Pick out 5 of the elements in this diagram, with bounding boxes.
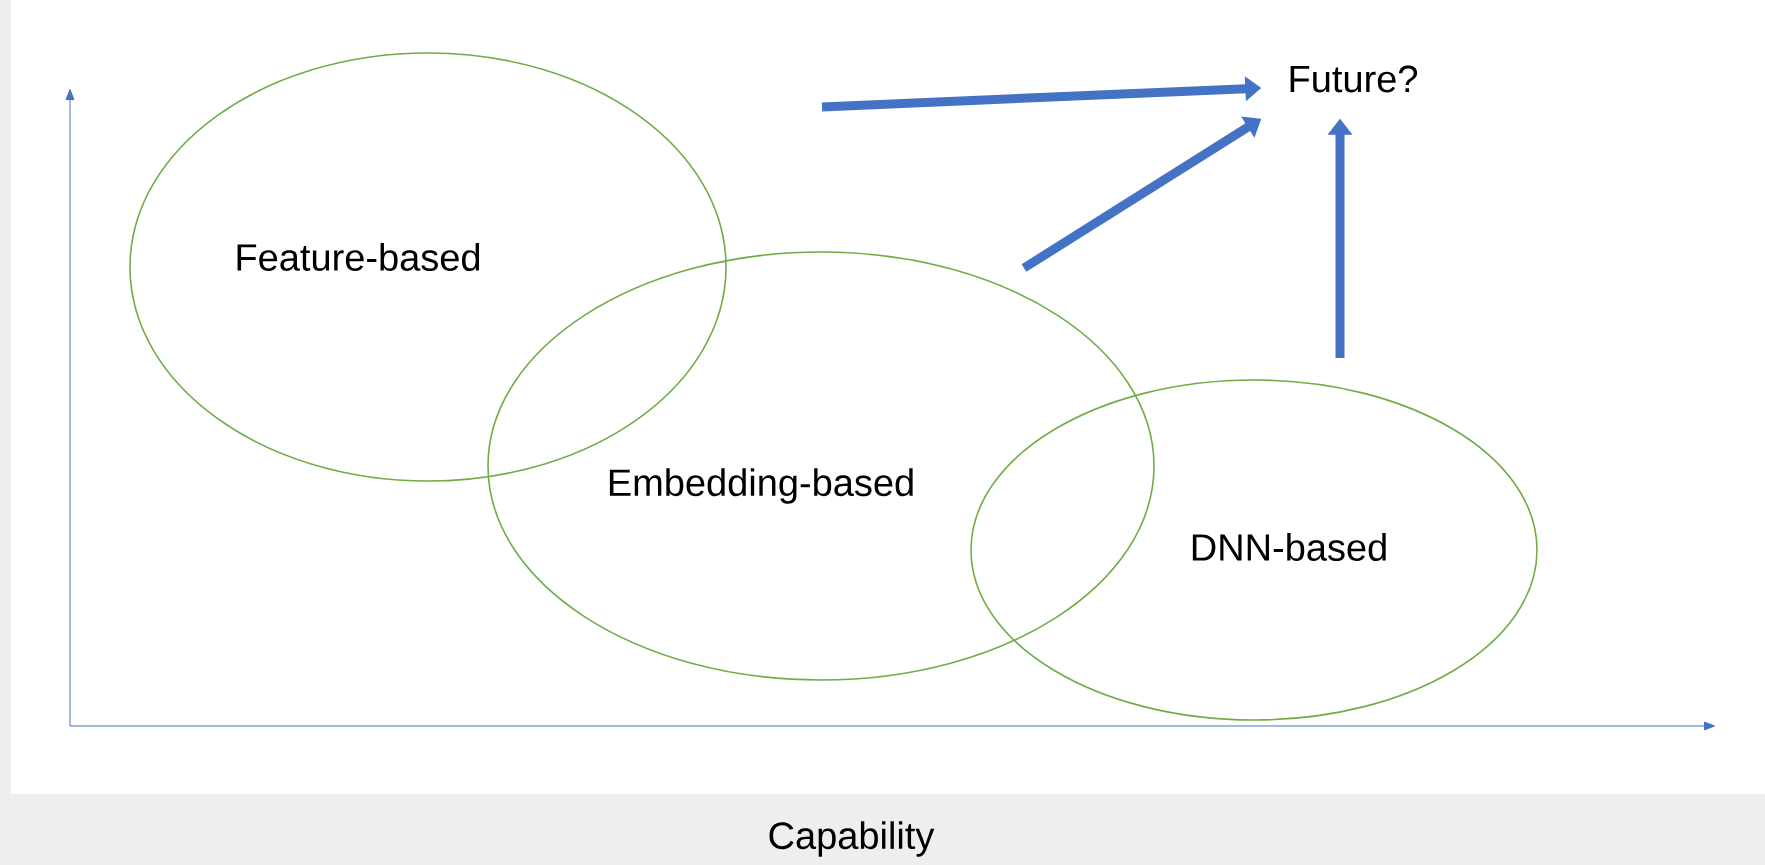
node-text: Future? — [1290, 65, 1418, 93]
ellipse-label: DNN-based — [1192, 533, 1386, 561]
ellipse-label: Embedding-based — [609, 468, 913, 504]
ellipse-label: Feature-based — [237, 243, 480, 271]
axis-label: Capability — [769, 821, 935, 857]
